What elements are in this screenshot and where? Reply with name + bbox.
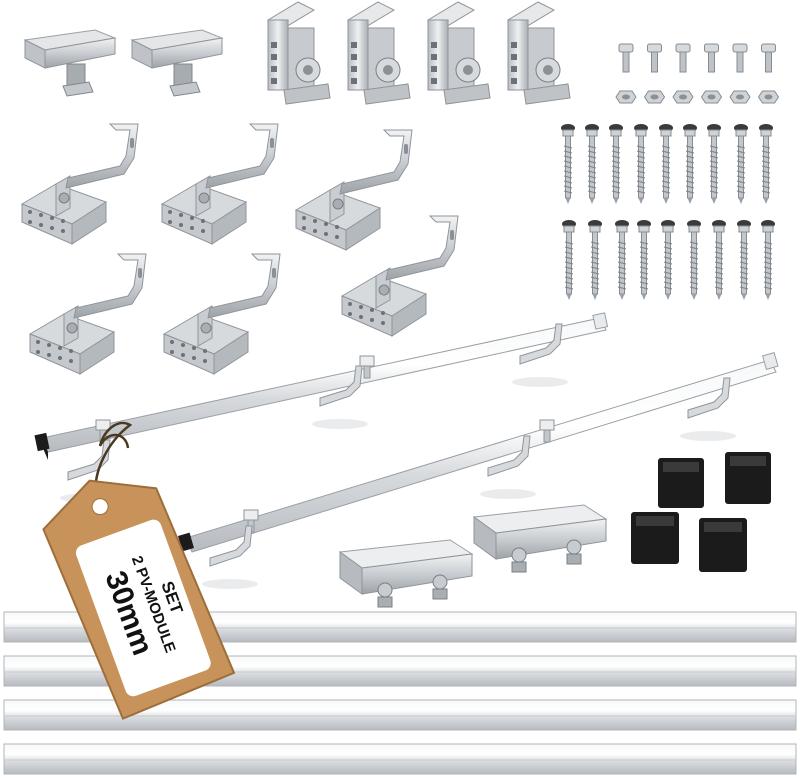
- roof-hook: [162, 253, 281, 375]
- end-cap: [658, 458, 704, 508]
- bolt: [675, 43, 691, 73]
- roof-hook: [160, 123, 279, 245]
- wood-screw: [588, 220, 602, 300]
- nut: [700, 90, 723, 104]
- wood-screws-group: [561, 124, 775, 300]
- rail-hook: [680, 377, 736, 441]
- wood-screw: [683, 124, 697, 204]
- rail-clamp: [359, 355, 375, 379]
- nut: [672, 90, 694, 104]
- end-cap: [699, 518, 747, 572]
- wood-screw: [609, 124, 623, 204]
- roof-hook: [28, 253, 147, 375]
- wood-screw: [707, 124, 721, 204]
- roof-hooks-group: [20, 123, 459, 375]
- roof-hook: [340, 215, 459, 337]
- rail-connector: [338, 539, 474, 608]
- wood-screw: [659, 124, 673, 204]
- rail-hook: [312, 365, 368, 429]
- end-clamp: [23, 29, 117, 97]
- tag-string: [94, 421, 133, 499]
- mid-clamp: [266, 1, 331, 105]
- bolt: [761, 43, 776, 73]
- bolt: [704, 43, 719, 73]
- bolt: [618, 43, 634, 73]
- wood-screw: [759, 124, 773, 204]
- wood-screw: [761, 220, 775, 300]
- wood-screw: [661, 220, 675, 300]
- mounting-rail: [34, 312, 609, 460]
- wood-screw: [561, 124, 575, 204]
- mid-clamp: [426, 1, 491, 105]
- wood-screw: [562, 220, 576, 300]
- wood-screw: [687, 220, 701, 300]
- wood-screw: [712, 220, 726, 300]
- rail-hook: [512, 323, 568, 387]
- mid-clamp: [506, 1, 571, 105]
- nut: [615, 90, 637, 104]
- wood-screw: [634, 124, 648, 204]
- profile-bar: [3, 743, 797, 775]
- bolts-group: [618, 43, 776, 73]
- roof-hook: [294, 129, 413, 251]
- rail-connector: [472, 504, 608, 573]
- product-tag: SET 2 PV-MODULE 30mm: [42, 479, 236, 720]
- nuts-group: [615, 90, 780, 104]
- mid-clamp: [346, 1, 411, 105]
- rail-hook: [202, 525, 258, 589]
- wood-screw: [585, 124, 599, 204]
- nut: [643, 90, 666, 104]
- wood-screw: [615, 220, 629, 300]
- rail-clamp: [539, 419, 555, 443]
- end-cap: [631, 512, 679, 564]
- bolt: [732, 43, 748, 73]
- end-cap: [725, 452, 771, 504]
- end-clamp: [130, 29, 224, 97]
- wood-screw: [637, 220, 651, 300]
- wood-screw: [734, 124, 748, 204]
- nut: [757, 90, 780, 104]
- rail-hook: [480, 435, 536, 499]
- mounting-rail: [178, 351, 779, 553]
- bolt: [647, 43, 662, 73]
- roof-hook: [20, 123, 139, 245]
- nut: [729, 90, 751, 104]
- wood-screw: [737, 220, 751, 300]
